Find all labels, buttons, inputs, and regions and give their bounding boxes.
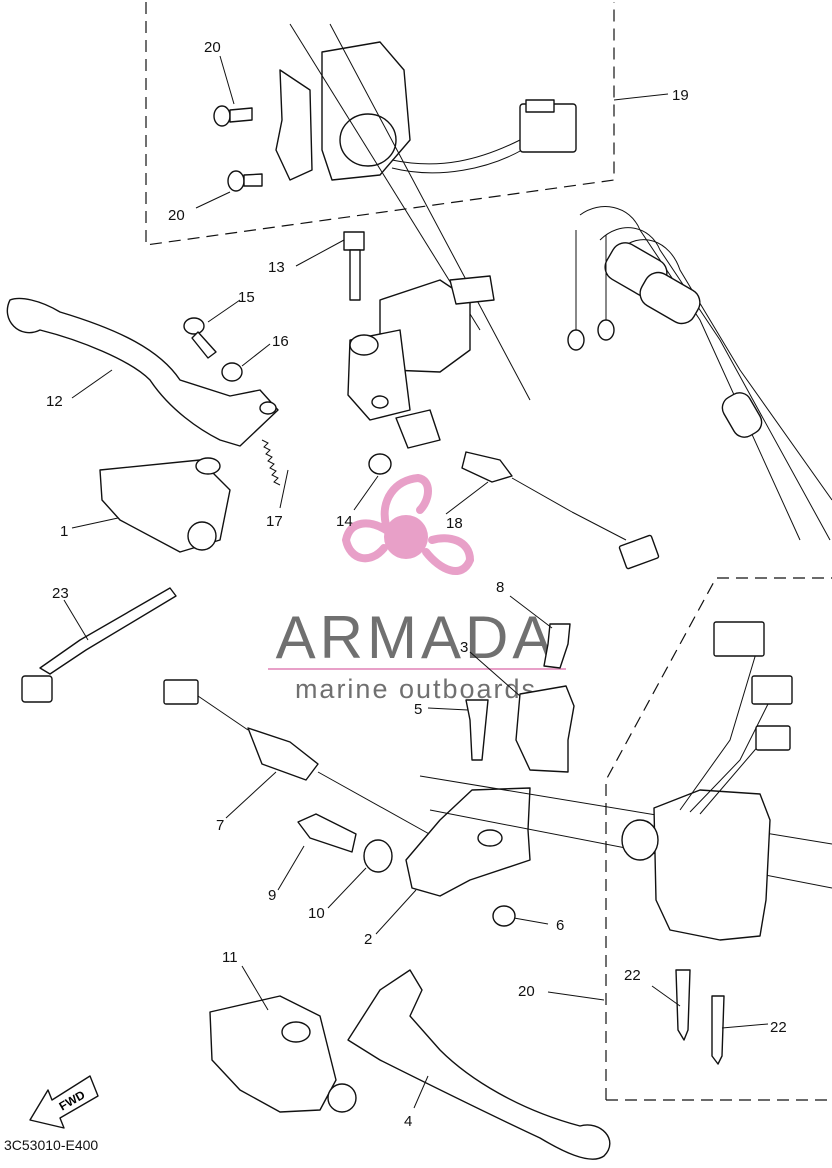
master-cylinder-drawing: [347, 275, 495, 449]
diagram-code: 3C53010-E400: [4, 1137, 98, 1153]
part-label-20-upper: 20: [204, 39, 221, 56]
nut-16-drawing: [221, 362, 243, 382]
screw-20-upper-drawing: [213, 105, 253, 127]
leader-lines: [63, 55, 769, 1109]
part-label-13: 13: [268, 259, 285, 276]
part-label-23: 23: [52, 585, 69, 602]
part-label-16: 16: [272, 333, 289, 350]
part-label-11: 11: [222, 949, 238, 966]
switch-assembly-19-group-box: [145, 2, 615, 246]
part-label-20-lower: 20: [168, 207, 185, 224]
part-label-19: 19: [672, 87, 689, 104]
armada-watermark: ARMADA marine outboards: [268, 473, 566, 704]
part-label-1: 1: [60, 523, 68, 540]
screw-15-drawing: [183, 317, 217, 359]
throttle-cables-drawing: [567, 206, 832, 541]
part-label-10: 10: [308, 905, 325, 922]
brake-lever-12-drawing: [6, 297, 279, 447]
part-label-18: 18: [446, 515, 463, 532]
part-label-7: 7: [216, 817, 224, 834]
part-label-5: 5: [414, 701, 422, 718]
lever-cover-11-drawing: [209, 995, 357, 1113]
clutch-switch-7-drawing: [163, 679, 441, 841]
screw-20-lower-drawing: [227, 170, 263, 192]
cable-strap-23-drawing: [21, 587, 177, 703]
watermark-tagline: marine outboards: [295, 674, 537, 704]
lever-12-pivot: [259, 401, 277, 415]
part-label-22-left: 22: [624, 967, 641, 984]
part-label-14: 14: [336, 513, 353, 530]
part-label-12: 12: [46, 393, 63, 410]
part-label-17: 17: [266, 513, 283, 530]
lever-holder-3-drawing: [515, 685, 575, 773]
locknut-10-drawing: [363, 839, 393, 873]
part-label-15: 15: [238, 289, 255, 306]
nut-14-drawing: [368, 453, 392, 475]
watermark-brand: ARMADA: [276, 604, 557, 671]
handlebar-switch-19-drawing: [275, 23, 577, 401]
screw-22-left-drawing: [675, 969, 691, 1041]
part-label-4: 4: [404, 1113, 412, 1130]
adjuster-bolt-9-drawing: [297, 813, 357, 853]
bolt-13-drawing: [343, 231, 365, 301]
part-label-21: 20: [518, 983, 535, 1000]
screw-22-right-drawing: [711, 995, 725, 1065]
part-label-22-right: 22: [770, 1019, 787, 1036]
brake-switch-18-drawing: [461, 451, 660, 570]
clutch-lever-4-drawing: [347, 969, 611, 1160]
nut-6-drawing: [492, 905, 516, 927]
forward-direction-arrow-icon: FWD: [29, 1075, 99, 1129]
part-label-6: 6: [556, 917, 564, 934]
armada-logo-icon: [341, 473, 475, 575]
part-label-2: 2: [364, 931, 372, 948]
handlebar-switch-21-drawing: [621, 621, 793, 941]
part-label-3: 3: [460, 639, 468, 656]
part-label-8: 8: [496, 579, 504, 596]
part-label-9: 9: [268, 887, 276, 904]
bolt-8-drawing: [543, 623, 571, 669]
bolt-5-drawing: [465, 699, 489, 761]
lever-cover-1-drawing: [99, 457, 231, 553]
switch-assembly-21-group-box: [605, 577, 832, 1101]
spring-17-drawing: [261, 439, 281, 486]
